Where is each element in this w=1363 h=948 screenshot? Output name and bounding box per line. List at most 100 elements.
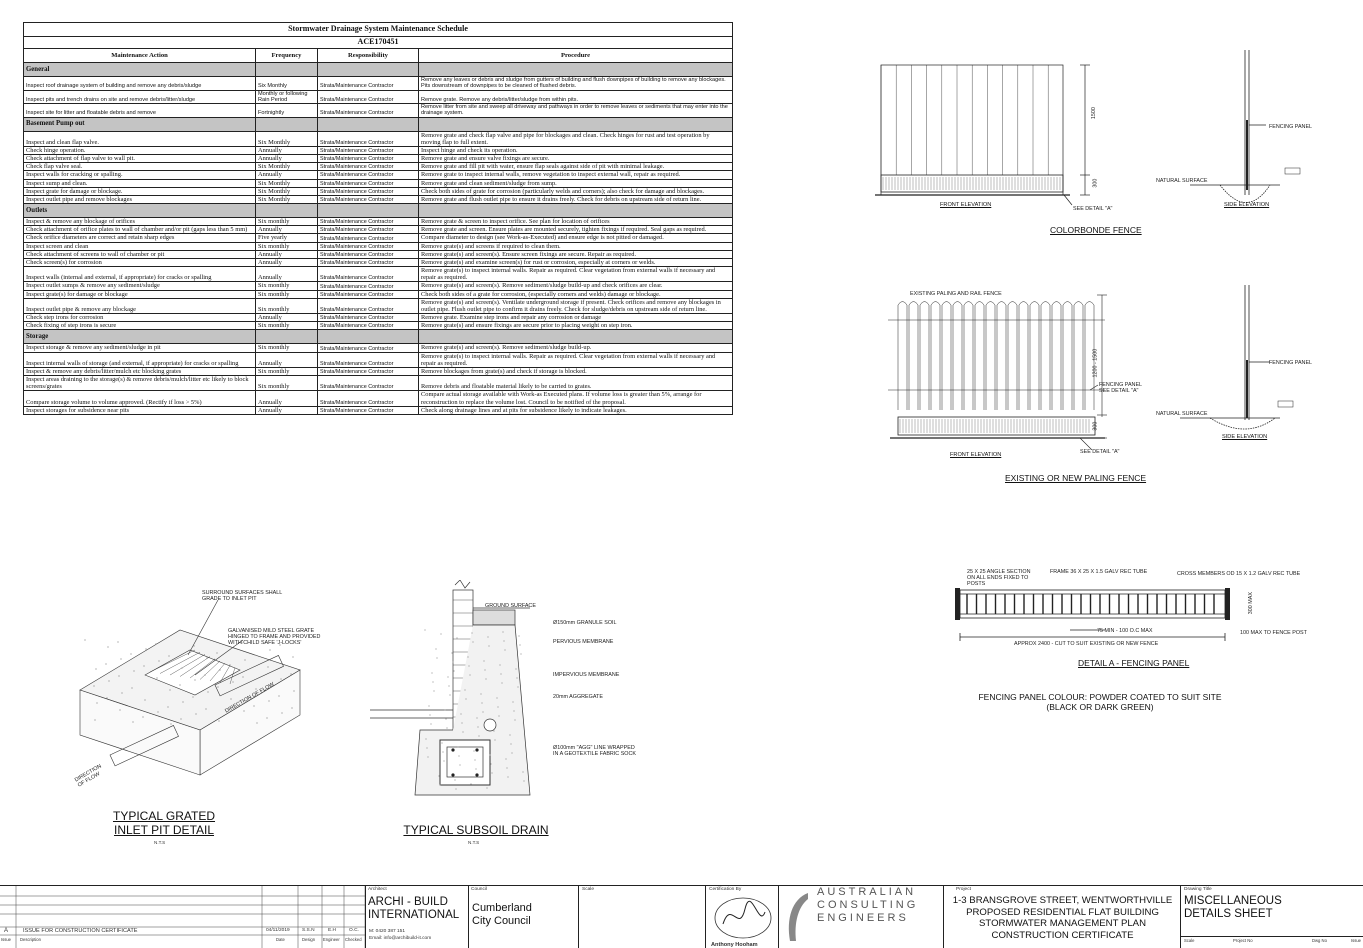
section-name: General [23,62,256,77]
firm-cell: AUSTRALIAN CONSULTING ENGINEERS [778,886,944,948]
frequency: Six monthly [255,343,318,353]
aggregate-stipple [517,686,519,688]
aggregate-stipple [486,787,488,789]
aggregate-stipple [445,718,447,720]
frequency: Six monthly [255,217,318,227]
surface-stipple [216,652,218,654]
aggregate-stipple [490,763,492,765]
maintenance-action: Inspect site for litter and floatable de… [23,103,256,118]
paling-board [996,301,1007,410]
procedure: Remove grate(s) and ensure fixings are s… [418,321,733,331]
aggregate-stipple [505,758,507,760]
aggregate-stipple [433,690,435,692]
table-row: Inspect grate for damage or blockage.Six… [23,186,733,196]
table-row: Check attachment of screens to wall of c… [23,249,733,259]
paling-board [974,301,985,410]
maintenance-action: Inspect and clean flap valve. [23,130,256,147]
detail-a-title: DETAIL A - FENCING PANEL [1078,658,1190,668]
procedure: Remove grate to inspect internal walls, … [418,170,733,180]
rev-eng: E.H [328,928,336,933]
surface-stipple [231,647,233,649]
surface-stipple [268,700,270,702]
surface-stipple [243,710,245,712]
aggregate-stipple [431,672,433,674]
responsibility: Strata/Maintenance Contractor [317,89,419,104]
procedure: Remove any leaves or debris and sludge f… [418,76,733,91]
procedure: Remove grate. Remove any debris/litter/s… [418,89,733,104]
grate-bar [169,654,206,676]
maintenance-action: Check step irons for corrosion [23,313,256,323]
cb-dim-1500: 1500 [1090,107,1097,120]
section-row: Storage [23,329,733,345]
section-blank [255,329,318,345]
section-blank [317,203,419,219]
table-row: Inspect & remove any blockage of orifice… [23,217,733,227]
paling-board [919,301,930,410]
aggregate-stipple [424,629,426,631]
subsoil-title: TYPICAL SUBSOIL DRAIN [403,823,549,837]
maintenance-action: Check fixing of step irons is secure [23,321,256,331]
pit-title-2: INLET PIT DETAIL [113,823,215,837]
aggregate-stipple [489,754,491,756]
procedure: Remove grate(s) and examine screen(s) fo… [418,257,733,268]
frequency: Annually [255,390,318,407]
inlet-pit-drawing [79,600,301,776]
aggregate-stipple [429,714,431,716]
det-approx-label: APPROX 2400 - CUT TO SUIT EXISTING OR NE… [1014,641,1159,647]
maintenance-action: Check flap valve seal. [23,162,256,172]
responsibility: Strata/Maintenance Contractor [317,76,419,91]
cb-side-elevation: SIDE ELEVATION [1224,202,1270,208]
aggregate-stipple [477,726,479,728]
surface-stipple [193,645,195,647]
responsibility: Strata/Maintenance Contractor [317,186,419,196]
responsibility: Strata/Maintenance Contractor [317,178,419,188]
pal-natural-surface: NATURAL SURFACE [1156,411,1208,417]
maintenance-action: Check orifice diameters are correct and … [23,233,256,243]
table-row: Inspect storages for subsidence near pit… [23,405,733,416]
responsibility: Strata/Maintenance Contractor [317,390,419,407]
section-name: Storage [23,329,256,345]
procedure: Remove grate. Examine step irons and rep… [418,313,733,323]
table-row: Check attachment of flap valve to wall p… [23,154,733,164]
responsibility: Strata/Maintenance Contractor [317,217,419,227]
frequency: Annually [255,313,318,323]
table-row: Inspect pits and trench drains on site a… [23,89,733,104]
firm-name-1: AUSTRALIAN [817,886,917,898]
project-text: 1-3 BRANSGROVE STREET, WENTWORTHVILLE PR… [952,895,1173,941]
paling-board [1007,301,1018,410]
maintenance-action: Inspect sump and clean. [23,178,256,188]
revision-grid [0,886,365,948]
maintenance-action: Inspect roof drainage system of building… [23,76,256,91]
aggregate-stipple [471,632,473,634]
aggregate-stipple [469,674,471,676]
responsibility: Strata/Maintenance Contractor [317,225,419,235]
pal-front-elevation: FRONT ELEVATION [950,452,1002,458]
responsibility: Strata/Maintenance Contractor [317,375,419,392]
aggregate-stipple [511,752,513,754]
grate-bar [189,658,216,679]
section-blank [255,203,318,219]
surface-stipple [293,690,295,692]
surface-stipple [179,684,181,686]
proj-no-label: Project No [1233,938,1253,943]
det-spacing-label: 75 MIN - 100 O.C MAX [1097,628,1153,634]
frequency: Six Monthly [255,130,318,147]
table-row: Compare storage volume to volume approve… [23,390,733,407]
frequency: Six Monthly [255,194,318,205]
pit-scale: N.T.S [154,840,166,845]
aggregate-stipple [497,706,499,708]
frequency: Annually [255,154,318,164]
surface-stipple [253,705,255,707]
surface-stipple [181,667,183,669]
surface-stipple [195,713,197,715]
procedure: Check along drainage lines and at pits f… [418,405,733,416]
section-row: Basement Pump out [23,116,733,132]
aggregate-stipple [512,701,514,703]
surface-stipple [280,678,282,680]
aggregate-stipple [459,764,461,766]
det-frame-label: FRAME 36 X 25 X 1.5 GALV REC TUBE [1050,569,1148,575]
section-blank [317,62,419,77]
